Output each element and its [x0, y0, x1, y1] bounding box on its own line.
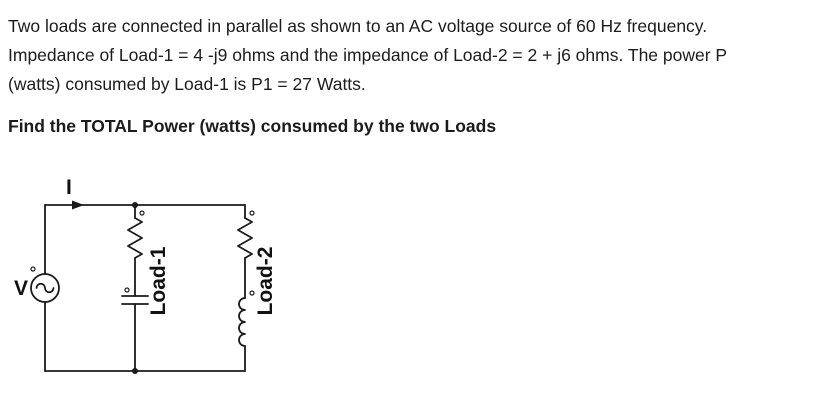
- question-prompt: Find the TOTAL Power (watts) consumed by…: [8, 116, 497, 136]
- source-label: V: [14, 277, 28, 300]
- circuit-diagram: I V Load-1 Load-2: [0, 163, 320, 393]
- terminal-mark-load2-mid-icon: [249, 290, 255, 296]
- terminal-mark-load2-top-icon: [249, 210, 255, 216]
- terminal-mark-load1-mid-icon: [124, 287, 130, 293]
- junction-dot-top: [132, 202, 138, 208]
- current-label: I: [66, 176, 72, 199]
- resistor-1-icon: [127, 217, 143, 259]
- resistor-2-icon: [237, 217, 253, 259]
- load1-label: Load-1: [147, 246, 170, 315]
- current-arrow-icon: [72, 200, 84, 210]
- load2-label: Load-2: [254, 247, 277, 316]
- inductor-icon: [238, 297, 246, 347]
- junction-dot-bottom: [132, 368, 138, 374]
- terminal-mark-load1-top-icon: [139, 210, 145, 216]
- terminal-mark-source-icon: [30, 266, 36, 272]
- sine-wave-icon: [35, 282, 55, 294]
- ac-source-icon: [30, 273, 60, 303]
- problem-statement: Two loads are connected in parallel as s…: [8, 16, 728, 94]
- circuit-svg: I V Load-1 Load-2: [14, 176, 277, 374]
